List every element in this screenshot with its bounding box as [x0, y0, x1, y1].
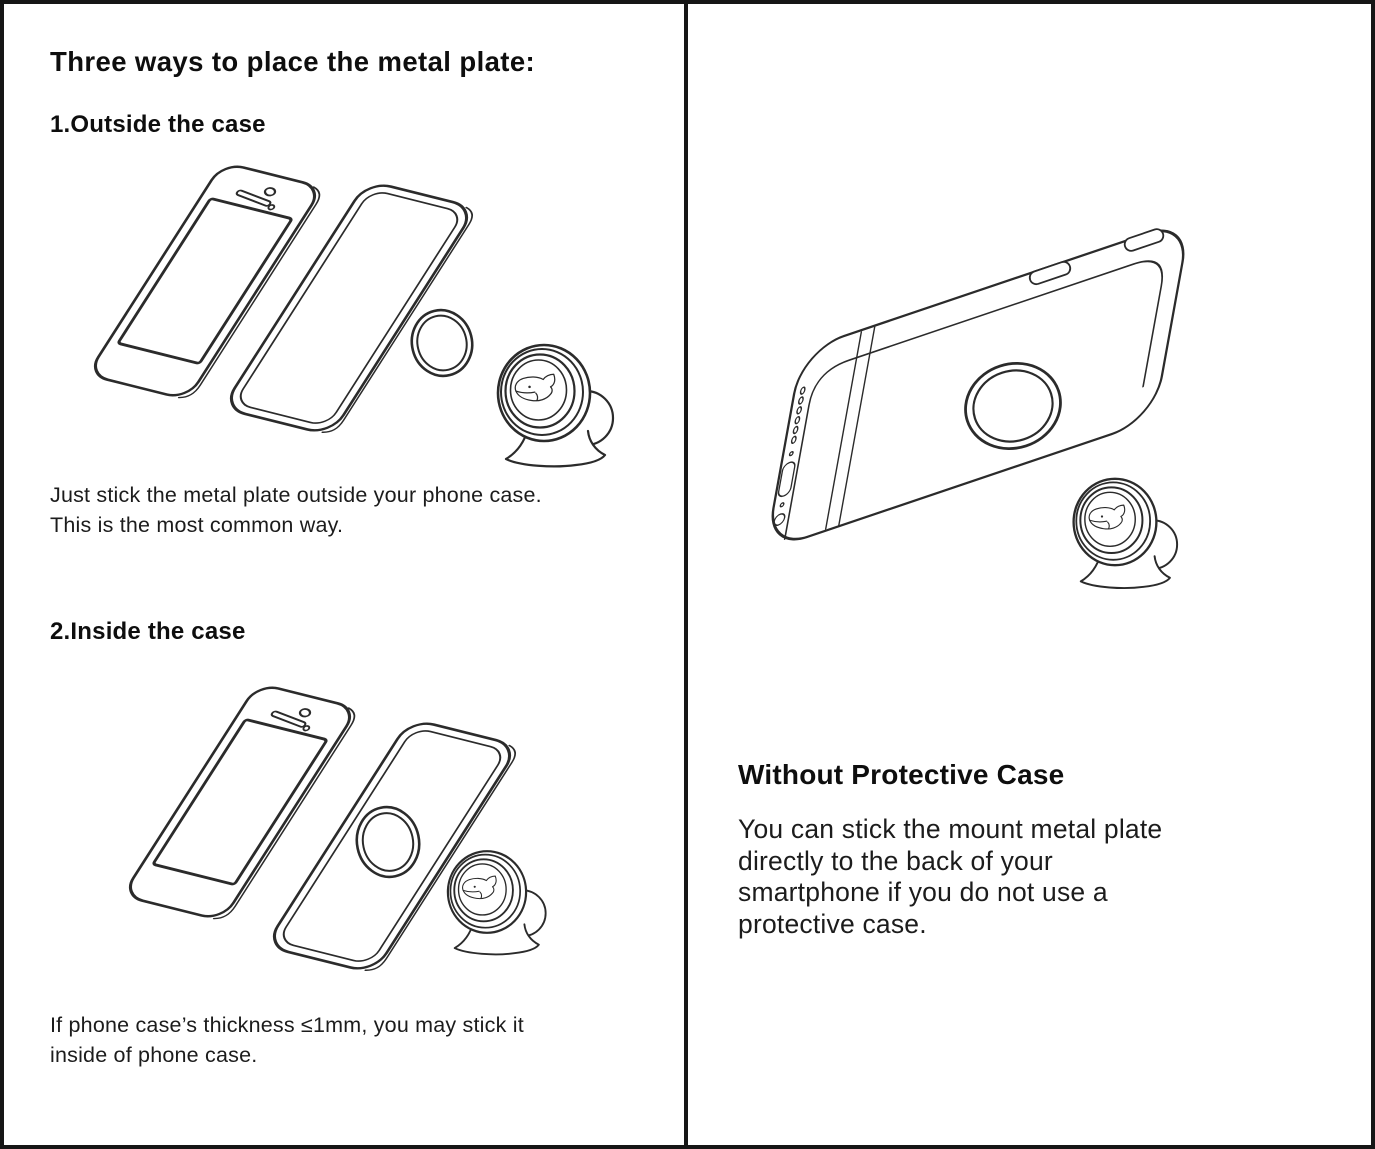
metal-plate-ring-icon	[410, 308, 474, 378]
section-1-body: Just stick the metal plate outside your …	[50, 483, 542, 537]
phone-back-icon	[771, 228, 1185, 541]
right-page: Without Protective Case You can stick th…	[692, 4, 1371, 1145]
page-title: Three ways to place the metal plate:	[50, 46, 536, 77]
metal-plate-in-case-icon	[355, 805, 421, 879]
side-button-icon	[1123, 228, 1165, 252]
magnetic-mount-icon	[448, 851, 546, 954]
magnetic-mount-icon	[498, 345, 613, 466]
magnetic-mount-icon	[1074, 479, 1178, 588]
inside-case-illustration	[120, 681, 615, 976]
phone-ports	[773, 386, 806, 527]
section-2-body: If phone case’s thickness ≤1mm, you may …	[50, 1013, 524, 1067]
side-button-icon	[1028, 260, 1072, 286]
section-2-heading: 2.Inside the case	[50, 618, 246, 645]
left-page: Three ways to place the metal plate: 1.O…	[4, 4, 688, 1145]
right-page-body: You can stick the mount metal plate dire…	[738, 814, 1163, 939]
section-1-heading: 1.Outside the case	[50, 111, 266, 138]
metal-plate-on-phone-icon	[964, 361, 1062, 451]
outside-case-illustration	[85, 160, 640, 480]
without-case-illustration	[771, 228, 1185, 629]
right-page-heading: Without Protective Case	[738, 759, 1065, 790]
